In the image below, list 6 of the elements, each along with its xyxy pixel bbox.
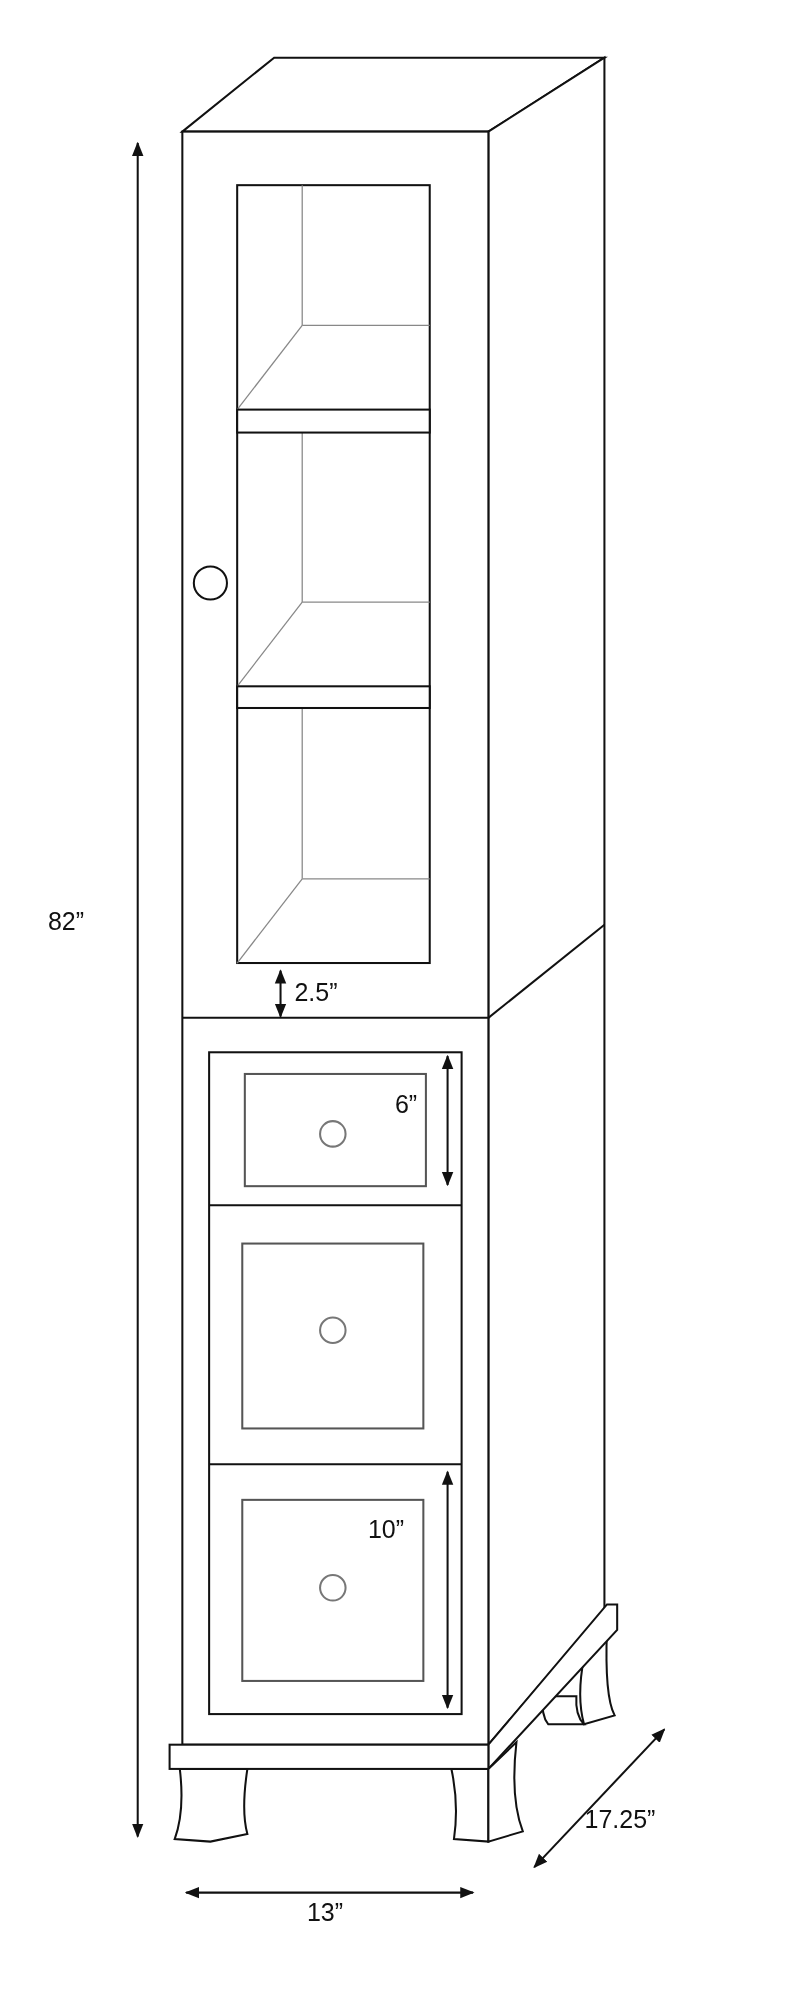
dimension-label: 2.5” bbox=[294, 979, 338, 1005]
dimension-label: 17.25” bbox=[584, 1806, 656, 1832]
dimension-label: 13” bbox=[306, 1899, 344, 1925]
dimension-label: 82” bbox=[47, 908, 85, 934]
dimension-label: 6” bbox=[394, 1091, 418, 1117]
dimension-label: 10” bbox=[367, 1516, 405, 1542]
